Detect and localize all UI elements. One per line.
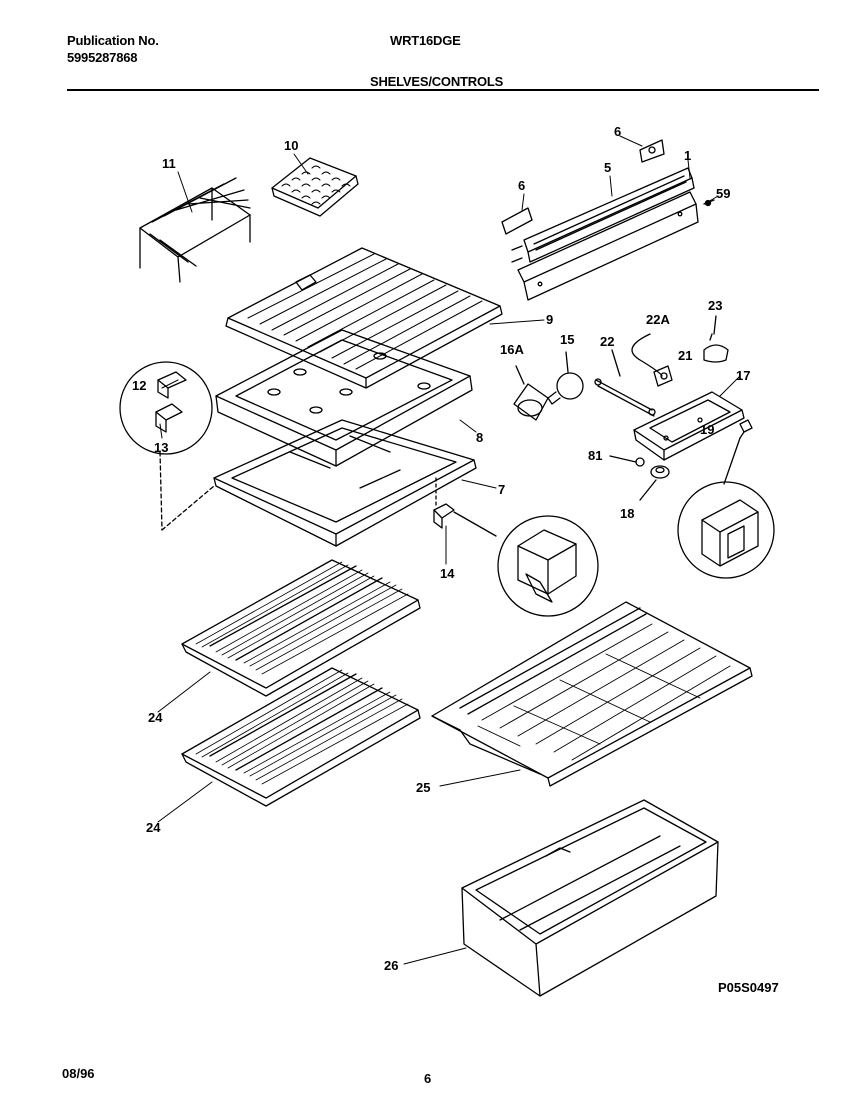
callout-6-upper: 6: [614, 124, 621, 139]
callout-labels: 1 5 6 6 59 11 10 9 8 7 12 13 14 15 16A 2…: [132, 124, 750, 973]
part-light-socket: [513, 365, 549, 421]
header-rule: [67, 89, 819, 91]
part-shelf-support-frame: [139, 177, 251, 283]
callout-23: 23: [708, 298, 722, 313]
part-crisper-drawer: [461, 799, 719, 997]
part-light-bulb: [547, 351, 584, 405]
part-control-knob: [703, 315, 729, 363]
model-number: WRT16DGE: [390, 33, 461, 48]
callout-15: 15: [560, 332, 574, 347]
callout-14: 14: [440, 566, 455, 581]
callout-leader-lines: [157, 135, 741, 965]
callout-24-lower: 24: [146, 820, 161, 835]
part-shelf-insert: [225, 247, 503, 389]
part-egg-tray: [271, 157, 359, 217]
part-wire-shelf-lower: [181, 667, 421, 807]
callout-17: 17: [736, 368, 750, 383]
part-thermostat-knob: [639, 465, 670, 501]
detail-circle-switch: [677, 437, 775, 579]
part-thermostat-capillary: [631, 333, 673, 387]
callout-11: 11: [162, 156, 176, 171]
callout-18: 18: [620, 506, 634, 521]
detail-circle-clip: [453, 511, 599, 617]
callout-5: 5: [604, 160, 611, 175]
callout-9: 9: [546, 312, 553, 327]
part-control-housing: [633, 391, 745, 461]
footer-date: 08/96: [62, 1066, 95, 1081]
callout-19: 19: [700, 422, 714, 437]
callout-10: 10: [284, 138, 298, 153]
callout-59: 59: [716, 186, 730, 201]
callout-22a: 22A: [646, 312, 670, 327]
publication-number: 5995287868: [67, 50, 138, 65]
footer-page-number: 6: [424, 1071, 432, 1086]
callout-81: 81: [588, 448, 602, 463]
part-crisper-cover: [213, 419, 477, 547]
callout-7: 7: [498, 482, 505, 497]
detail-circle-shelf-clips: [119, 361, 215, 531]
drawing-id: P05S0497: [718, 980, 779, 995]
section-title: SHELVES/CONTROLS: [370, 74, 504, 89]
part-shelf-frame: [215, 329, 473, 467]
part-screw: [609, 455, 645, 467]
callout-16a: 16A: [500, 342, 524, 357]
part-crisper-shelf: [431, 601, 753, 787]
callout-12: 12: [132, 378, 146, 393]
part-clip: [433, 477, 455, 529]
callout-13: 13: [154, 440, 168, 455]
callout-6-lower: 6: [518, 178, 525, 193]
callout-25: 25: [416, 780, 430, 795]
publication-label: Publication No.: [67, 33, 159, 48]
callout-22: 22: [600, 334, 614, 349]
callout-21: 21: [678, 348, 692, 363]
part-light-switch: [739, 419, 753, 439]
part-wire-harness: [594, 349, 656, 417]
part-wire-shelf-upper: [181, 559, 421, 697]
callout-24-upper: 24: [148, 710, 163, 725]
callout-1: 1: [684, 148, 691, 163]
callout-26: 26: [384, 958, 398, 973]
callout-8: 8: [476, 430, 483, 445]
